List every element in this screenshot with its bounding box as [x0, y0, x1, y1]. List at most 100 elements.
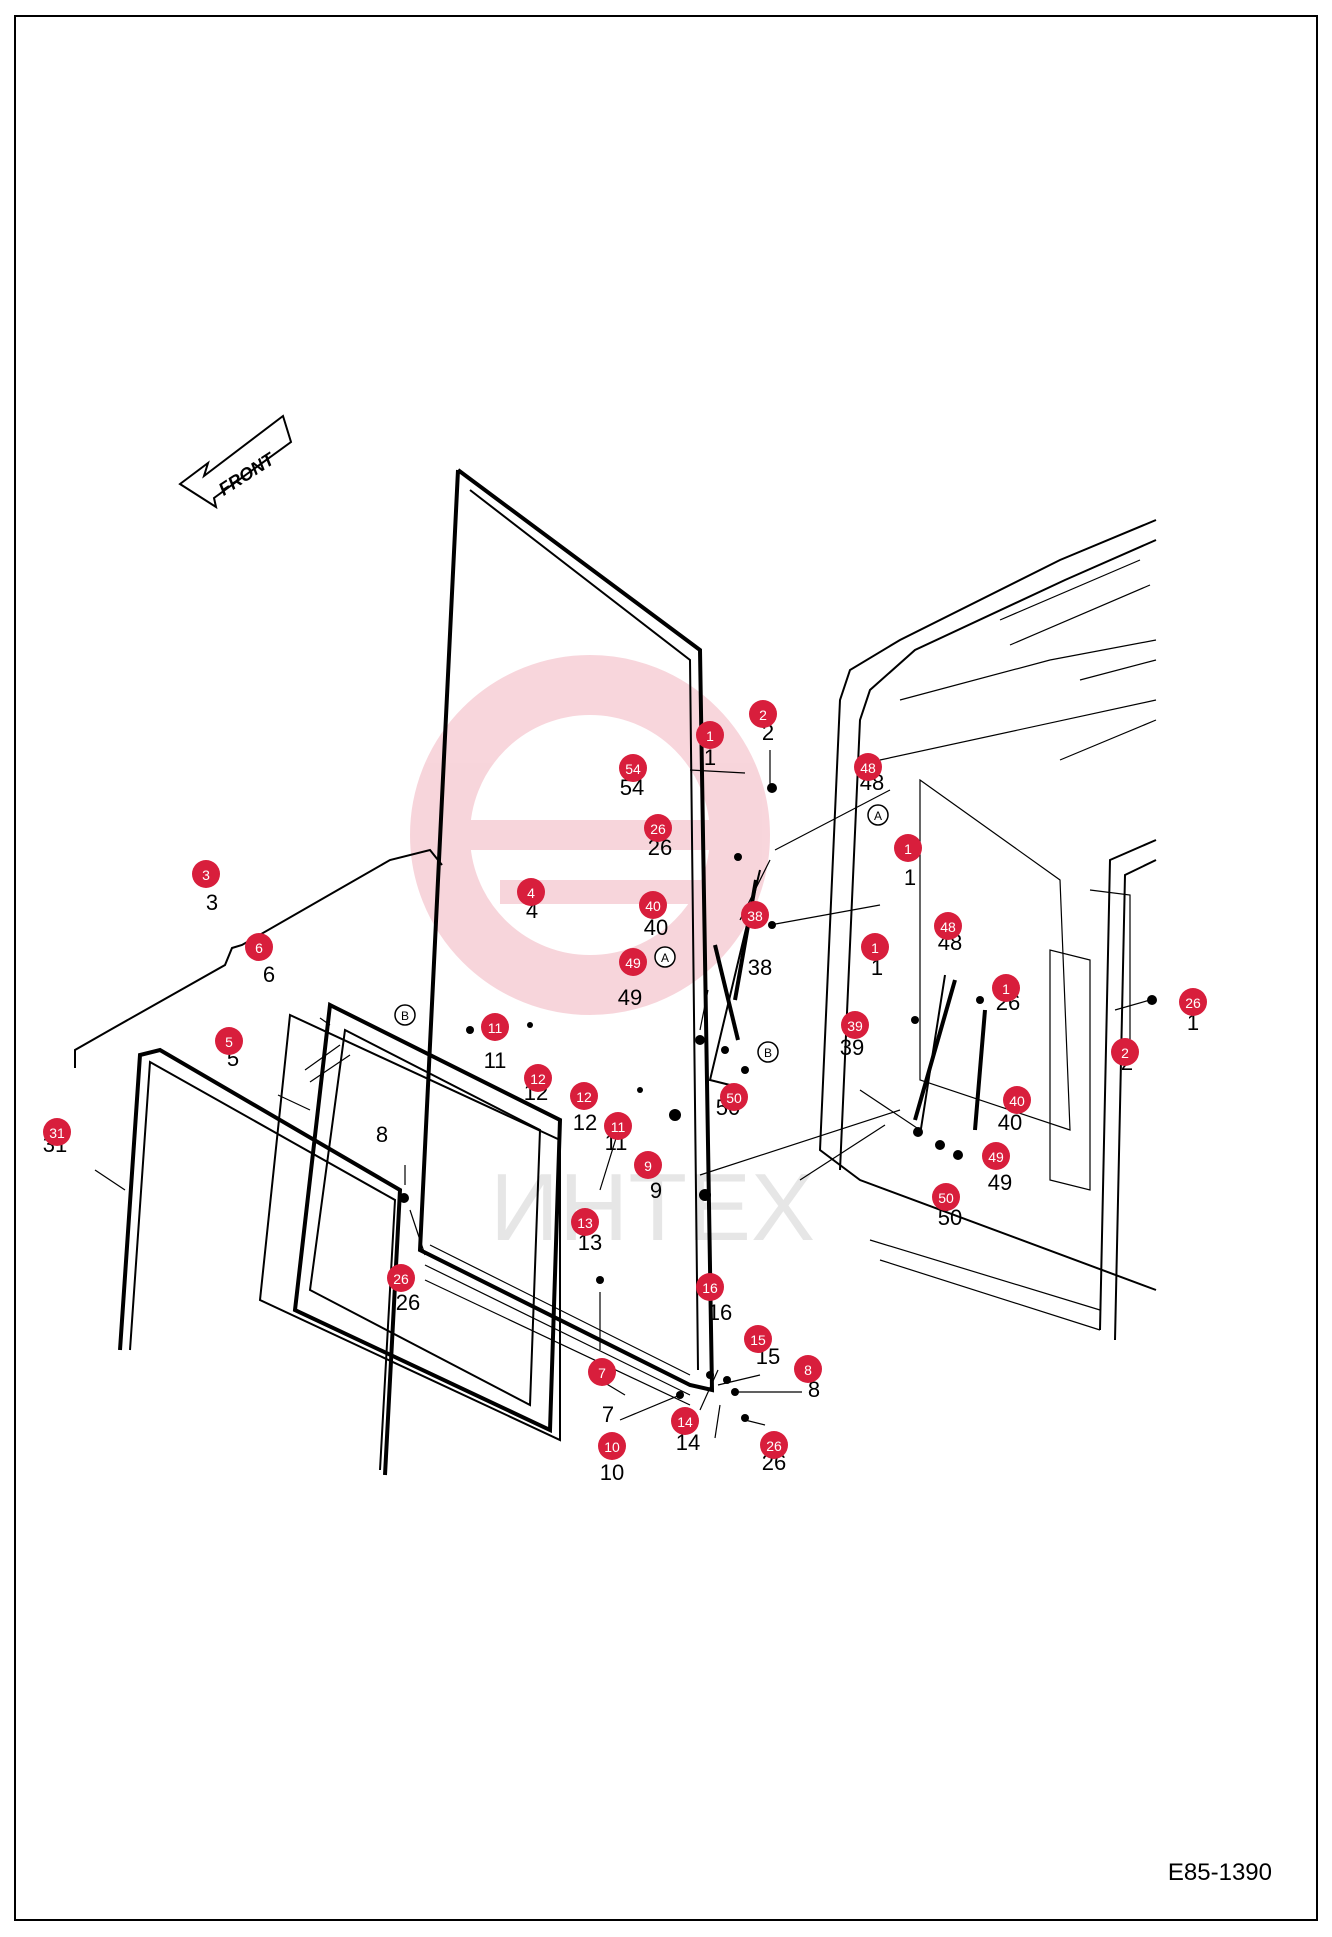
callout-7: 7 [588, 1358, 616, 1386]
callout-50: 50 [932, 1183, 960, 1211]
callout-15: 15 [744, 1325, 772, 1353]
callout-48: 48 [934, 912, 962, 940]
callout-5: 5 [215, 1027, 243, 1055]
part-label-8: 8 [808, 1377, 820, 1402]
assembly-bracket [74, 848, 443, 1068]
gas-strut-right [913, 974, 987, 1136]
callout-26: 26 [760, 1431, 788, 1459]
part-label-49: 49 [618, 985, 642, 1010]
svg-text:A: A [661, 951, 669, 965]
callout-12: 12 [524, 1064, 552, 1092]
callout-2: 2 [749, 700, 777, 728]
callout-26: 26 [644, 814, 672, 842]
part-label-1: 1 [871, 955, 883, 980]
callout-6: 6 [245, 933, 273, 961]
svg-text:1: 1 [871, 940, 879, 956]
ref-marker-b-right: B [757, 1041, 779, 1063]
part-label-38: 38 [748, 955, 772, 980]
callout-1: 1 [861, 933, 889, 961]
callout-14: 14 [671, 1407, 699, 1435]
ref-marker-b-left: B [394, 1004, 416, 1026]
gas-strut-left [708, 869, 761, 1086]
leader-lines [94, 750, 1151, 1439]
callout-26: 26 [387, 1264, 415, 1292]
svg-text:2: 2 [1121, 1045, 1129, 1061]
drawing-frame [14, 15, 1318, 1921]
svg-text:A: A [874, 809, 882, 823]
svg-text:12: 12 [530, 1071, 546, 1087]
callout-11: 11 [481, 1013, 509, 1041]
svg-text:49: 49 [988, 1149, 1004, 1165]
svg-text:1: 1 [1002, 981, 1010, 997]
callout-11: 11 [604, 1112, 632, 1140]
svg-text:54: 54 [625, 761, 641, 777]
callout-1: 1 [894, 834, 922, 862]
callout-12: 12 [570, 1082, 598, 1110]
svg-text:1: 1 [904, 841, 912, 857]
svg-text:13: 13 [577, 1215, 593, 1231]
svg-text:48: 48 [860, 760, 876, 776]
svg-text:38: 38 [747, 908, 763, 924]
part-label-1: 1 [1187, 1010, 1199, 1035]
svg-text:40: 40 [1009, 1093, 1025, 1109]
svg-text:12: 12 [576, 1089, 592, 1105]
svg-text:8: 8 [804, 1362, 812, 1378]
svg-text:4: 4 [527, 885, 535, 901]
callout-3: 3 [192, 860, 220, 888]
callout-16: 16 [696, 1273, 724, 1301]
callout-13: 13 [571, 1208, 599, 1236]
part-label-11: 11 [484, 1048, 507, 1073]
svg-text:9: 9 [644, 1158, 652, 1174]
callout-40: 40 [639, 891, 667, 919]
svg-text:50: 50 [938, 1190, 954, 1206]
svg-text:6: 6 [255, 940, 263, 956]
svg-text:10: 10 [604, 1439, 620, 1455]
front-label: FRONT [215, 448, 280, 500]
callout-38: 38 [741, 901, 769, 929]
guide-rail [118, 1047, 403, 1476]
callout-26: 26 [1179, 988, 1207, 1016]
ref-marker-a-top: A [867, 804, 889, 826]
callout-10: 10 [598, 1432, 626, 1460]
cab-frame [699, 519, 1157, 1341]
svg-text:49: 49 [625, 955, 641, 971]
ref-marker-a-left: A [654, 946, 676, 968]
svg-text:7: 7 [598, 1365, 606, 1381]
callout-1: 1 [696, 721, 724, 749]
svg-text:50: 50 [726, 1090, 742, 1106]
glass-seal [292, 1001, 563, 1434]
callout-31: 31 [43, 1118, 71, 1146]
drawing-code: E85-1390 [1167, 1859, 1272, 1886]
watermark-logo [410, 655, 770, 1015]
callout-49: 49 [619, 948, 647, 976]
part-label-40: 40 [644, 915, 668, 940]
svg-text:5: 5 [225, 1034, 233, 1050]
callout-40: 40 [1003, 1086, 1031, 1114]
part-label-1: 1 [704, 745, 716, 770]
callout-1: 1 [992, 974, 1020, 1002]
svg-text:15: 15 [750, 1332, 766, 1348]
part-label-16: 16 [708, 1300, 732, 1325]
callout-50: 50 [720, 1083, 748, 1111]
svg-text:B: B [401, 1009, 409, 1023]
part-label-39: 39 [840, 1035, 864, 1060]
svg-text:26: 26 [393, 1271, 409, 1287]
part-label-8: 8 [376, 1122, 388, 1147]
callout-49: 49 [982, 1142, 1010, 1170]
part-label-10: 10 [600, 1460, 624, 1485]
part-label-3: 3 [206, 890, 218, 915]
callout-39: 39 [841, 1011, 869, 1039]
part-label-49: 49 [988, 1170, 1012, 1195]
part-label-26: 26 [396, 1290, 420, 1315]
svg-text:40: 40 [645, 898, 661, 914]
callouts: 1254264814049384812612394049505036411125… [43, 700, 1207, 1460]
part-label-12: 12 [573, 1110, 597, 1135]
callout-4: 4 [517, 878, 545, 906]
callout-2: 2 [1111, 1038, 1139, 1066]
svg-text:11: 11 [488, 1020, 503, 1036]
svg-text:14: 14 [677, 1414, 693, 1430]
door-frame [417, 468, 715, 1406]
svg-text:11: 11 [611, 1119, 626, 1135]
callout-9: 9 [634, 1151, 662, 1179]
